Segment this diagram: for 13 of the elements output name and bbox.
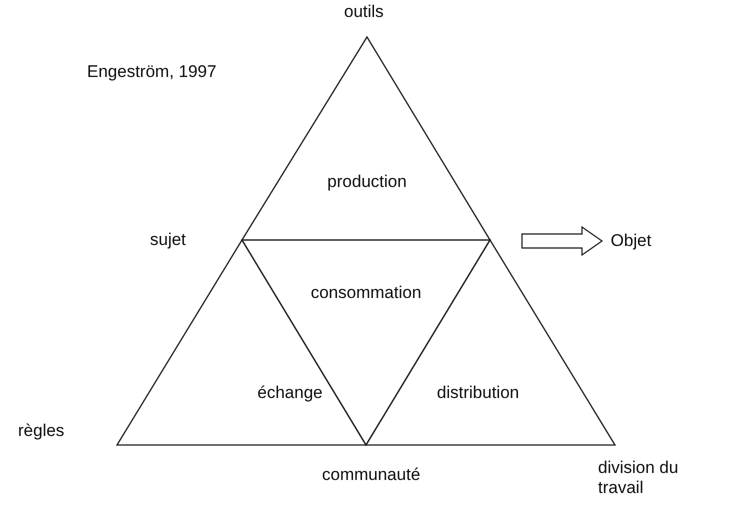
vertex-label: outils: [344, 2, 384, 22]
vertex-label: division du travail: [598, 458, 680, 498]
block-arrow: [521, 226, 604, 256]
citation-text: Engeström, 1997: [87, 62, 216, 82]
region-label: distribution: [436, 383, 520, 403]
vertex-label: sujet: [150, 230, 186, 250]
region-label: consommation: [310, 283, 422, 303]
vertex-label: communauté: [322, 465, 420, 485]
region-label: échange: [257, 383, 323, 403]
vertex-label: règles: [18, 421, 64, 441]
region-label: production: [327, 172, 407, 192]
node-label: Objet: [610, 231, 652, 251]
triangle-region: [242, 37, 490, 240]
